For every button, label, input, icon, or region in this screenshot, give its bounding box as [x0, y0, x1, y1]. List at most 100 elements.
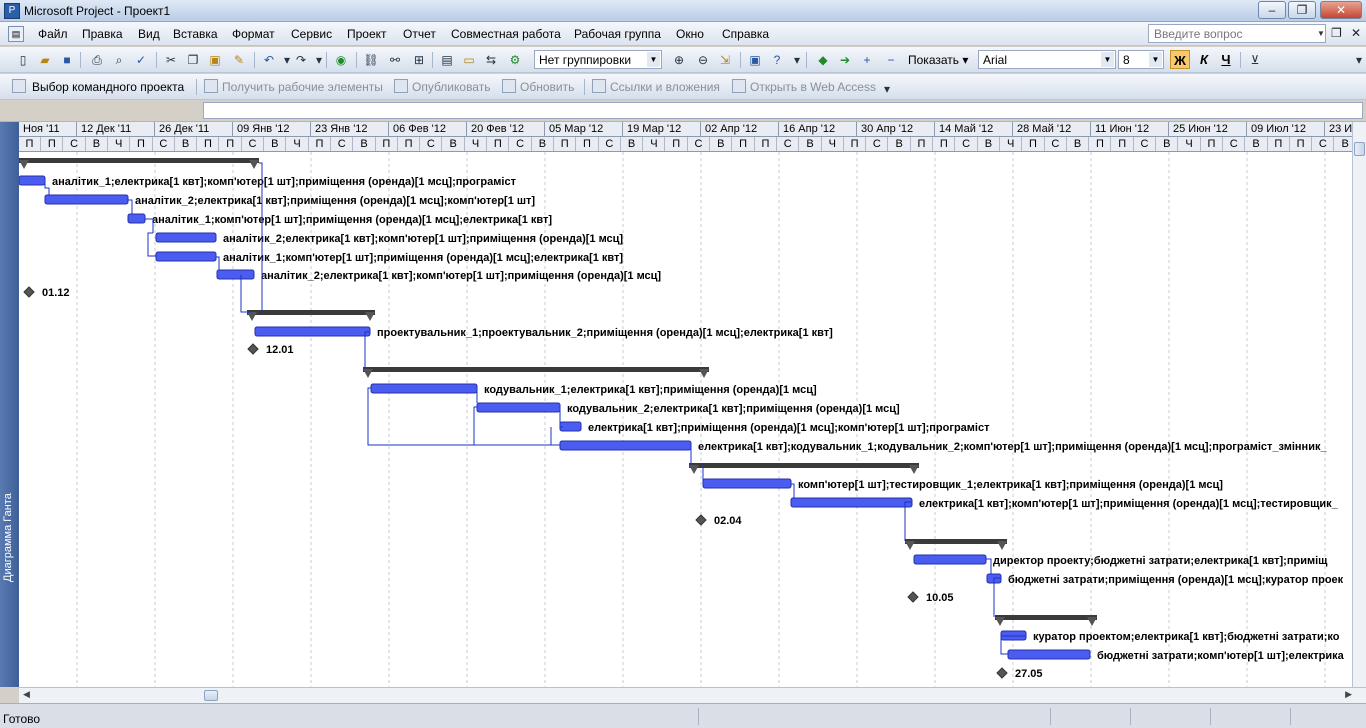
status-divider — [1290, 708, 1291, 725]
status-divider — [1130, 708, 1131, 725]
close-button[interactable]: ✕ — [1320, 1, 1362, 19]
scroll-left-icon[interactable]: ◀ — [23, 689, 30, 699]
toolbar2-options-icon[interactable]: ▾ — [883, 82, 891, 96]
timescale-day: П — [1089, 137, 1112, 151]
get-items-button[interactable]: Получить рабочие элементы — [222, 80, 383, 94]
help-icon[interactable]: ? — [773, 53, 781, 67]
help-search-input[interactable]: Введите вопрос — [1148, 24, 1326, 43]
menu-help[interactable]: Справка — [722, 27, 770, 41]
dependency-link — [993, 577, 1001, 617]
toolbar-overflow-icon[interactable]: ▾ — [1355, 53, 1363, 67]
paste-icon[interactable]: ▣ — [209, 53, 221, 67]
menu-view[interactable]: Вид — [138, 27, 160, 41]
bold-button[interactable]: Ж — [1170, 50, 1190, 69]
milestone-label: 12.01 — [266, 344, 294, 356]
italic-button[interactable]: К — [1200, 52, 1208, 67]
doc-restore-button[interactable]: ❐ — [1331, 26, 1342, 40]
refresh-button[interactable]: Обновить — [520, 80, 575, 94]
menu-insert[interactable]: Вставка — [173, 27, 218, 41]
assign-resources-icon[interactable]: ⇆ — [485, 53, 497, 67]
copy-picture-icon[interactable]: ▣ — [749, 53, 761, 67]
underline-button[interactable]: Ч — [1221, 52, 1231, 67]
task-label: аналітик_1;електрика[1 квт];комп'ютер[1 … — [52, 176, 517, 188]
horizontal-scroll-thumb[interactable] — [204, 690, 218, 701]
zoom-in-icon[interactable]: ⊕ — [673, 53, 685, 67]
undo-dropdown-icon[interactable]: ▾ — [283, 53, 291, 67]
grouping-select[interactable]: Нет группировки ▼ — [534, 50, 662, 69]
view-bar[interactable]: Диаграмма Ганта — [0, 122, 19, 687]
save-icon[interactable]: ■ — [63, 53, 71, 67]
help-dropdown-icon[interactable]: ▼ — [1317, 29, 1325, 38]
menu-format[interactable]: Формат — [232, 27, 275, 41]
unlink-tasks-icon[interactable]: ⚯ — [389, 53, 401, 67]
scroll-right-icon[interactable]: ▶ — [1345, 689, 1352, 699]
link-tasks-icon[interactable]: ⛓ — [363, 53, 379, 67]
vertical-scrollbar[interactable] — [1352, 122, 1366, 687]
task-bar — [476, 402, 561, 413]
timescale-day: В — [1246, 137, 1268, 151]
task-notes-icon[interactable]: ▭ — [463, 53, 475, 67]
font-size-select[interactable]: 8 ▼ — [1118, 50, 1164, 69]
publish-icon[interactable]: ⚙ — [509, 53, 521, 67]
font-select[interactable]: Arial ▼ — [978, 50, 1116, 69]
new-icon[interactable]: ▯ — [19, 53, 27, 67]
task-info-icon[interactable]: ▤ — [441, 53, 453, 67]
menu-tools[interactable]: Сервис — [291, 27, 333, 41]
redo-dropdown-icon[interactable]: ▾ — [315, 53, 323, 67]
timescale-day: С — [64, 137, 86, 151]
font-dropdown-icon[interactable]: ▼ — [1101, 52, 1114, 67]
vertical-scroll-thumb[interactable] — [1354, 142, 1365, 156]
doc-close-button[interactable]: ✕ — [1351, 26, 1362, 40]
gantt-chart[interactable]: аналітик_1;електрика[1 квт];комп'ютер[1 … — [19, 152, 1352, 687]
menu-team[interactable]: Рабочая группа — [574, 27, 661, 41]
entry-field[interactable] — [203, 102, 1363, 119]
format-painter-icon[interactable]: ✎ — [233, 53, 245, 67]
copy-icon[interactable]: ❐ — [187, 53, 199, 67]
menu-edit[interactable]: Правка — [82, 27, 123, 41]
goto-task-icon[interactable]: ⇲ — [719, 53, 731, 67]
cut-icon[interactable]: ✂ — [165, 53, 177, 67]
redo-icon[interactable]: ↷ — [295, 53, 307, 67]
maximize-button[interactable]: ❐ — [1288, 1, 1316, 19]
get-items-icon — [204, 79, 218, 93]
summary-start-marker — [995, 617, 1005, 626]
task-label: аналітик_2;електрика[1 квт];комп'ютер[1 … — [223, 233, 623, 245]
hyperlink-icon[interactable]: ◉ — [335, 53, 347, 67]
timescale-day: В — [800, 137, 822, 151]
grouping-dropdown-icon[interactable]: ▼ — [647, 52, 660, 67]
horizontal-scrollbar[interactable]: ◀ ▶ — [19, 687, 1366, 703]
undo-icon[interactable]: ↶ — [263, 53, 275, 67]
web-access-button[interactable]: Открыть в Web Access — [750, 80, 876, 94]
links-icon — [592, 79, 606, 93]
show-menu[interactable]: Показать ▾ — [908, 53, 969, 67]
toolbar-options-icon[interactable]: ▾ — [793, 53, 801, 67]
outdent-icon[interactable]: ◆ — [818, 53, 828, 67]
menu-file[interactable]: Файл — [38, 27, 68, 41]
milestone-marker — [247, 343, 259, 355]
font-size-dropdown-icon[interactable]: ▼ — [1149, 52, 1162, 67]
show-subtasks-icon[interactable]: + — [863, 53, 871, 67]
menu-window[interactable]: Окно — [676, 27, 704, 41]
menu-collaborate[interactable]: Совместная работа — [451, 27, 561, 41]
zoom-out-icon[interactable]: ⊖ — [697, 53, 709, 67]
indent-icon[interactable]: ➔ — [839, 53, 851, 67]
summary-end-marker — [249, 160, 259, 169]
document-icon[interactable]: ▤ — [8, 26, 24, 42]
open-icon[interactable]: ▰ — [40, 53, 50, 67]
print-preview-icon[interactable]: ⌕ — [115, 53, 123, 67]
hide-subtasks-icon[interactable]: − — [887, 53, 895, 67]
minimize-button[interactable]: – — [1258, 1, 1286, 19]
links-button[interactable]: Ссылки и вложения — [610, 80, 720, 94]
window-title: Microsoft Project - Проект1 — [24, 4, 171, 18]
publish-button[interactable]: Опубликовать — [412, 80, 491, 94]
select-project-button[interactable]: Выбор командного проекта — [32, 80, 185, 94]
print-icon[interactable]: ⎙ — [92, 53, 102, 67]
spelling-icon[interactable]: ✓ — [135, 53, 147, 67]
menu-report[interactable]: Отчет — [403, 27, 436, 41]
timescale-week: 25 Июн '12 — [1169, 122, 1247, 137]
split-task-icon[interactable]: ⊞ — [413, 53, 425, 67]
refresh-icon — [502, 79, 516, 93]
filter-icon[interactable]: ⊻ — [1250, 53, 1260, 67]
menu-project[interactable]: Проект — [347, 27, 387, 41]
